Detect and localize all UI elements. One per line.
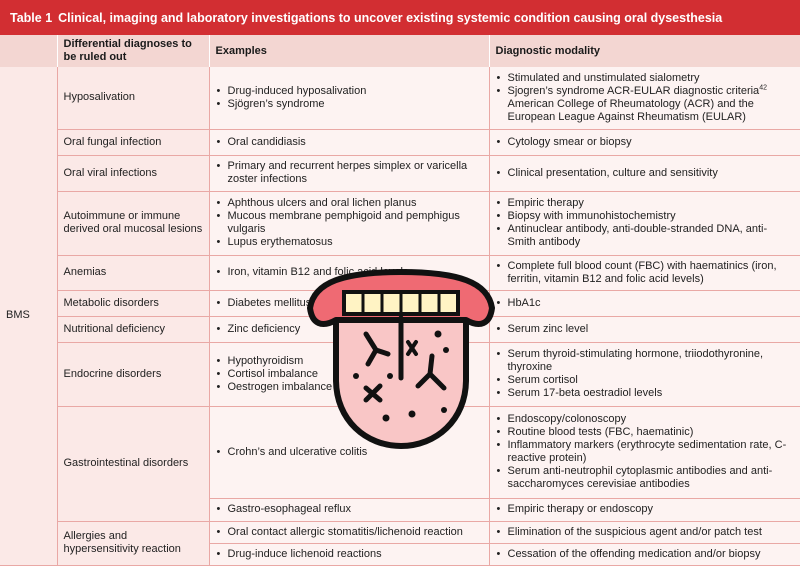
diagnosis-cell: Metabolic disorders (57, 290, 209, 317)
examples-cell: Drug-induced hyposalivation Sjögren’s sy… (208, 67, 489, 130)
modality-cell: HbA1c (488, 290, 800, 317)
diagnosis-cell: Endocrine disorders (57, 342, 209, 407)
diagnosis-cell: Nutritional deficiency (57, 316, 209, 343)
examples-cell: Aphthous ulcers and oral lichen planus M… (208, 191, 489, 256)
list-item: Mucous membrane pemphigoid and pemphigus… (216, 210, 483, 236)
examples-cell: Drug-induce lichenoid reactions (208, 543, 489, 566)
diagnosis-cell: Gastrointestinal disorders (57, 406, 209, 522)
table-header-row: Differential diagnoses to be ruled out E… (0, 35, 800, 67)
list-item: Primary and recurrent herpes simplex or … (216, 160, 483, 186)
modality-cell: Serum thyroid-stimulating hormone, triio… (488, 342, 800, 407)
list-item: Routine blood tests (FBC, haematinic) (496, 426, 795, 439)
diagnosis-cell: Hyposalivation (57, 67, 209, 130)
list-item: Drug-induce lichenoid reactions (216, 548, 483, 561)
list-item: Serum 17-beta oestradiol levels (496, 387, 795, 400)
table-row: Oral fungal infection Oral candidiasis C… (0, 129, 800, 156)
modality-cell: Cessation of the offending medication an… (488, 543, 800, 566)
examples-cell: Oral candidiasis (208, 129, 489, 156)
examples-cell: Gastro-esophageal reflux (208, 498, 489, 522)
list-item: Complete full blood count (FBC) with hae… (496, 260, 795, 286)
list-item: Aphthous ulcers and oral lichen planus (216, 197, 483, 210)
tongue-icon (307, 269, 495, 449)
diagnosis-cell: Oral fungal infection (57, 129, 209, 156)
table-row: Gastrointestinal disorders Crohn’s and u… (0, 406, 800, 522)
list-item: Inflammatory markers (erythrocyte sedime… (496, 439, 795, 465)
modality-cell: Stimulated and unstimulated sialometry S… (488, 67, 800, 130)
list-item: Cytology smear or biopsy (496, 136, 795, 149)
table-row: Oral viral infections Primary and recurr… (0, 155, 800, 192)
table-row: Autoimmune or immune derived oral mucosa… (0, 191, 800, 256)
table-row: Allergies and hypersensitivity reaction … (0, 521, 800, 566)
list-item: Antinuclear antibody, anti-double-strand… (496, 223, 795, 249)
header-diagnoses: Differential diagnoses to be ruled out (57, 35, 210, 67)
modality-cell: Empiric therapy Biopsy with immunohistoc… (488, 191, 800, 256)
examples-cell: Oral contact allergic stomatitis/licheno… (208, 521, 489, 544)
list-item: Stimulated and unstimulated sialometry (496, 72, 795, 85)
table-row: Drug-induce lichenoid reactions Cessatio… (0, 543, 800, 566)
list-item: Lupus erythematosus (216, 236, 483, 249)
table-number: Table 1 (10, 10, 53, 25)
list-item-continuation: American College of Rheumatology (ACR) a… (507, 97, 754, 123)
modality-cell: Clinical presentation, culture and sensi… (488, 155, 800, 192)
list-item: Hypothyroidism (216, 355, 483, 368)
list-item: Cortisol imbalance (216, 368, 483, 381)
examples-cell: Primary and recurrent herpes simplex or … (208, 155, 489, 192)
reference-number: 42 (759, 84, 767, 92)
list-item: Biopsy with immunohistochemistry (496, 210, 795, 223)
list-item: Crohn’s and ulcerative colitis (216, 446, 483, 459)
list-item: Serum anti-neutrophil cytoplasmic antibo… (496, 465, 795, 491)
diagnosis-cell: Autoimmune or immune derived oral mucosa… (57, 191, 209, 256)
list-item: Sjögren’s syndrome (216, 98, 483, 111)
list-item: Serum zinc level (496, 323, 795, 336)
list-item: Sjogren’s syndrome ACR-EULAR diagnostic … (496, 84, 795, 124)
table-row: Gastro-esophageal reflux Empiric therapy… (0, 498, 800, 522)
list-item: HbA1c (496, 297, 795, 310)
list-item: Cessation of the offending medication an… (496, 548, 795, 561)
list-item: Clinical presentation, culture and sensi… (496, 167, 795, 180)
list-item: Oral candidiasis (216, 136, 483, 149)
list-item: Zinc deficiency (216, 323, 483, 336)
list-item: Gastro-esophageal reflux (216, 503, 483, 516)
list-item: Serum thyroid-stimulating hormone, triio… (496, 348, 795, 374)
list-item: Oral contact allergic stomatitis/licheno… (216, 526, 483, 539)
list-item-text: Sjogren’s syndrome ACR-EULAR diagnostic … (507, 84, 760, 97)
diagnosis-cell: Allergies and hypersensitivity reaction (57, 521, 209, 566)
modality-cell: Cytology smear or biopsy (488, 129, 800, 156)
list-item: Oestrogen imbalance (216, 381, 483, 394)
modality-cell: Endoscopy/colonoscopy Routine blood test… (488, 406, 800, 499)
list-item: Diabetes mellitus (216, 297, 483, 310)
diagnosis-cell: Anemias (57, 255, 209, 291)
table-row: BMS Hyposalivation Drug-induced hyposali… (0, 67, 800, 566)
list-item: Endoscopy/colonoscopy (496, 413, 795, 426)
list-item: Empiric therapy or endoscopy (496, 503, 795, 516)
modality-cell: Elimination of the suspicious agent and/… (488, 521, 800, 544)
list-item: Drug-induced hyposalivation (216, 85, 483, 98)
list-item: Elimination of the suspicious agent and/… (496, 526, 795, 539)
diagnosis-cell: Oral viral infections (57, 155, 209, 192)
header-group (0, 35, 58, 67)
header-examples: Examples (209, 35, 490, 67)
table-title-bar: Table 1 Clinical, imaging and laboratory… (0, 0, 800, 35)
list-item: Empiric therapy (496, 197, 795, 210)
group-label-cell: BMS (0, 67, 58, 566)
modality-cell: Serum zinc level (488, 316, 800, 343)
header-modality: Diagnostic modality (489, 35, 800, 67)
list-item: Serum cortisol (496, 374, 795, 387)
modality-cell: Complete full blood count (FBC) with hae… (488, 255, 800, 291)
modality-cell: Empiric therapy or endoscopy (488, 498, 800, 522)
table-title: Clinical, imaging and laboratory investi… (58, 10, 723, 25)
